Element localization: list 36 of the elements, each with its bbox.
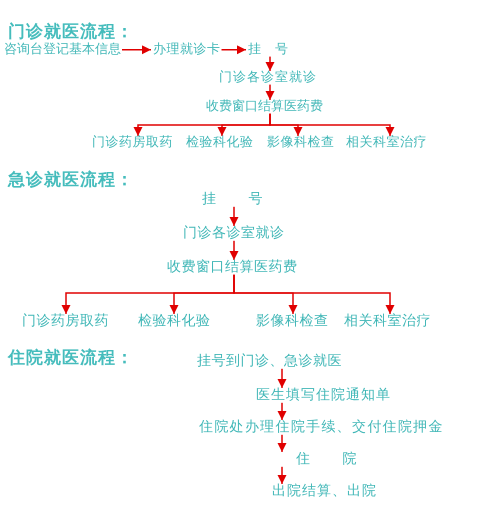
section-heading: 门诊就医流程： xyxy=(8,21,134,42)
step-text: 影像科检查 xyxy=(256,313,328,330)
step-text: 住院处办理住院手续、交付住院押金 xyxy=(199,419,444,436)
arrow xyxy=(269,114,394,136)
step-text: 挂号到门诊、急诊就医 xyxy=(197,353,342,370)
arrow xyxy=(122,45,151,54)
step-text: 出院结算、出院 xyxy=(272,483,377,500)
step-text: 相关科室治疗 xyxy=(344,313,431,330)
step-text: 门诊药房取药 xyxy=(92,135,173,151)
step-text: 相关科室治疗 xyxy=(346,135,427,151)
step-text: 办理就诊卡 xyxy=(153,42,220,58)
step-text: 门诊各诊室就诊 xyxy=(219,70,317,86)
step-text: 医生填写住院通知单 xyxy=(256,387,391,404)
arrow xyxy=(230,206,238,226)
arrow xyxy=(278,434,286,452)
step-text: 住 院 xyxy=(296,451,356,468)
step-text: 门诊药房取药 xyxy=(22,313,109,330)
arrow xyxy=(230,240,238,260)
step-text: 挂 号 xyxy=(248,42,288,58)
arrow xyxy=(278,402,286,420)
step-text: 咨询台登记基本信息 xyxy=(4,42,121,58)
step-text: 检验科化验 xyxy=(138,313,210,330)
arrow xyxy=(278,466,286,484)
arrow xyxy=(222,45,246,54)
section-heading: 急诊就医流程： xyxy=(8,169,134,191)
arrow xyxy=(266,84,274,100)
step-text: 收费窗口结算医药费 xyxy=(206,99,323,115)
step-text: 影像科检查 xyxy=(267,135,334,151)
step-text: 门诊各诊室就诊 xyxy=(183,225,284,242)
step-text: 检验科化验 xyxy=(186,135,254,151)
step-text: 挂 号 xyxy=(202,191,262,208)
step-text: 收费窗口结算医药费 xyxy=(167,259,298,276)
arrow xyxy=(278,368,286,388)
arrow xyxy=(266,56,274,71)
section-heading: 住院就医流程： xyxy=(8,347,134,369)
arrow xyxy=(233,274,394,314)
